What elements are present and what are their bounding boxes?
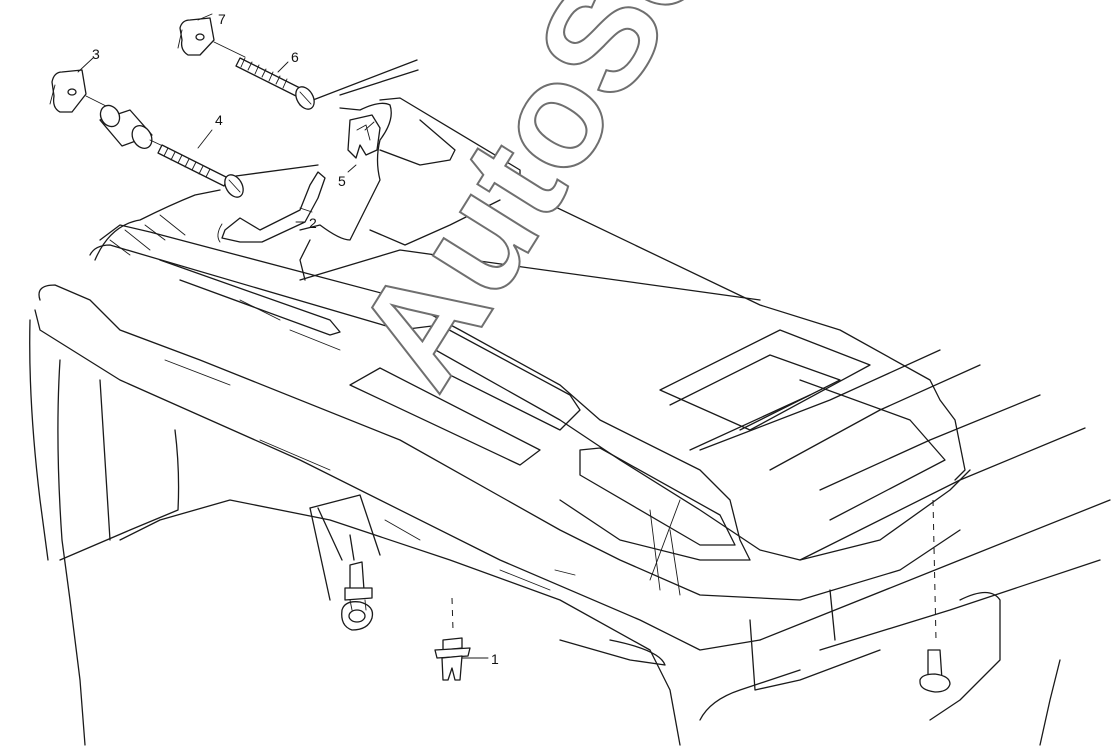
spacer-sleeve (99, 104, 153, 149)
cab-body-outline (29, 59, 1111, 746)
part-5-hook-latch (347, 114, 381, 159)
part-6-screw (213, 41, 315, 110)
callout-leaders (77, 13, 357, 223)
right-bolt (919, 499, 951, 693)
part-3-clip (49, 69, 111, 113)
part-4-screw (149, 139, 244, 198)
part-2-release-lever (217, 164, 326, 243)
callout-5: 5 (338, 173, 346, 189)
part-7-clip (177, 17, 215, 56)
lower-latch-assembly (309, 494, 381, 631)
callout-6: 6 (291, 49, 299, 65)
callout-7: 7 (218, 11, 226, 27)
callout-3: 3 (92, 46, 100, 62)
callout-2: 2 (309, 215, 317, 231)
part-1-rivet (434, 597, 489, 681)
callout-4: 4 (215, 112, 223, 128)
callout-1: 1 (491, 651, 499, 667)
